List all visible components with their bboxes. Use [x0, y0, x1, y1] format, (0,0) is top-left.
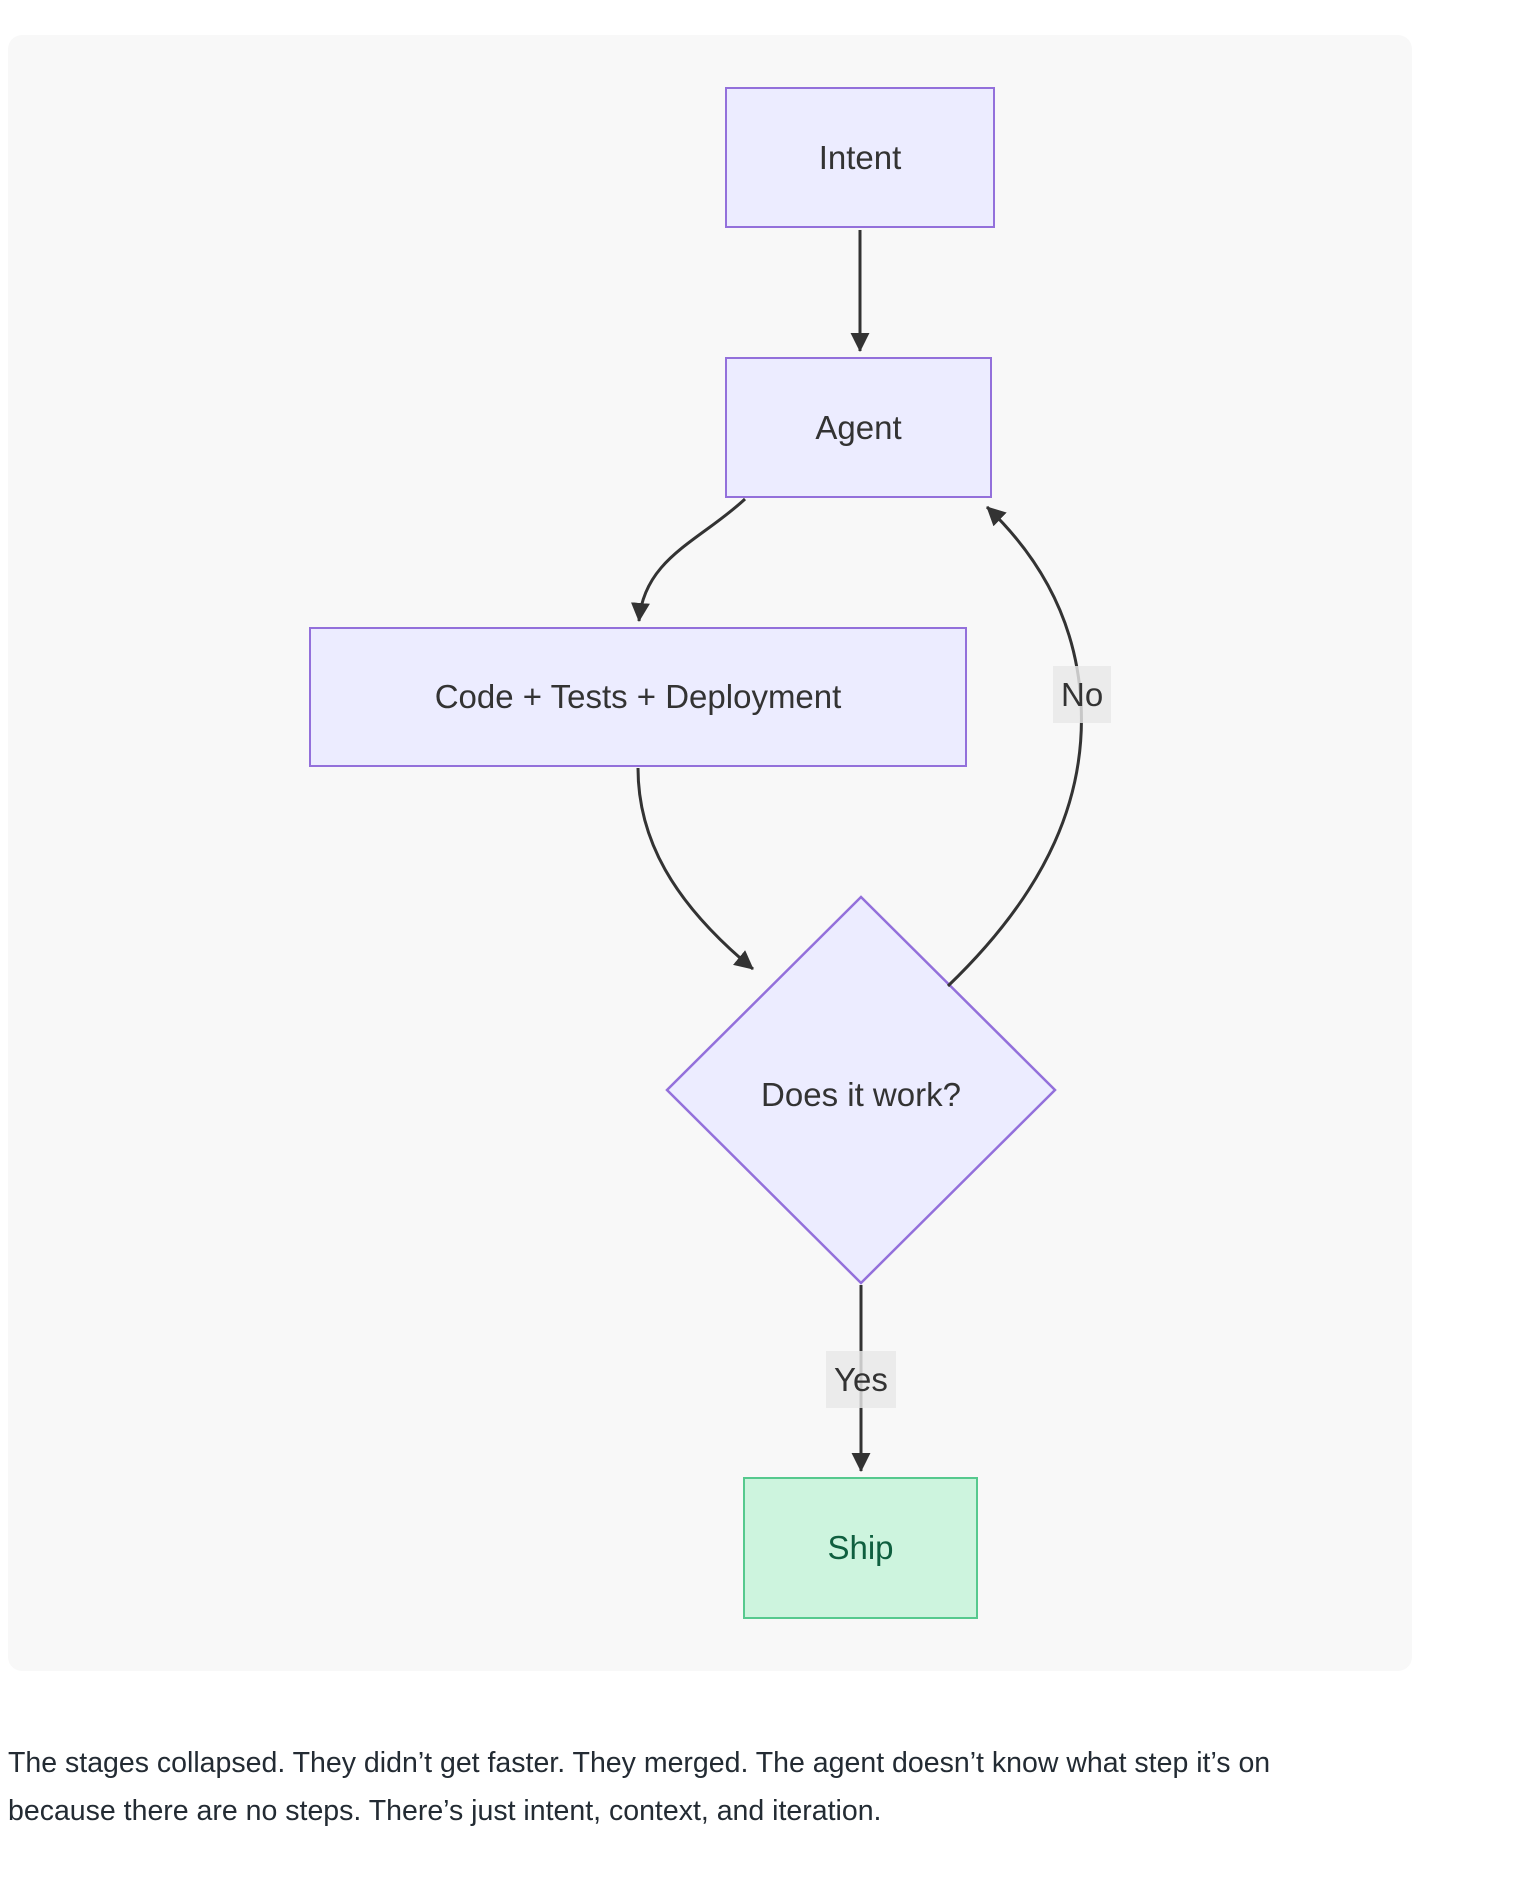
- node-code-label: Code + Tests + Deployment: [434, 678, 842, 715]
- node-agent-label: Agent: [815, 408, 902, 446]
- diagram-panel: [8, 35, 1412, 1671]
- node-code-tests-deployment: Code + Tests + Deployment: [309, 627, 967, 767]
- node-decision: Does it work?: [667, 897, 1055, 1293]
- caption-line-1: The stages collapsed. They didn’t get fa…: [8, 1747, 1271, 1779]
- caption-line-2: because there are no steps. There’s just…: [8, 1795, 882, 1827]
- edge-label-no: No: [1053, 666, 1112, 723]
- node-ship-label: Ship: [827, 1529, 894, 1566]
- node-ship: Ship: [743, 1477, 978, 1619]
- node-decision-label: Does it work?: [761, 1076, 961, 1113]
- node-intent-label: Intent: [818, 138, 902, 176]
- node-intent: Intent: [725, 87, 995, 228]
- node-agent: Agent: [725, 357, 992, 498]
- edge-label-yes: Yes: [826, 1351, 896, 1408]
